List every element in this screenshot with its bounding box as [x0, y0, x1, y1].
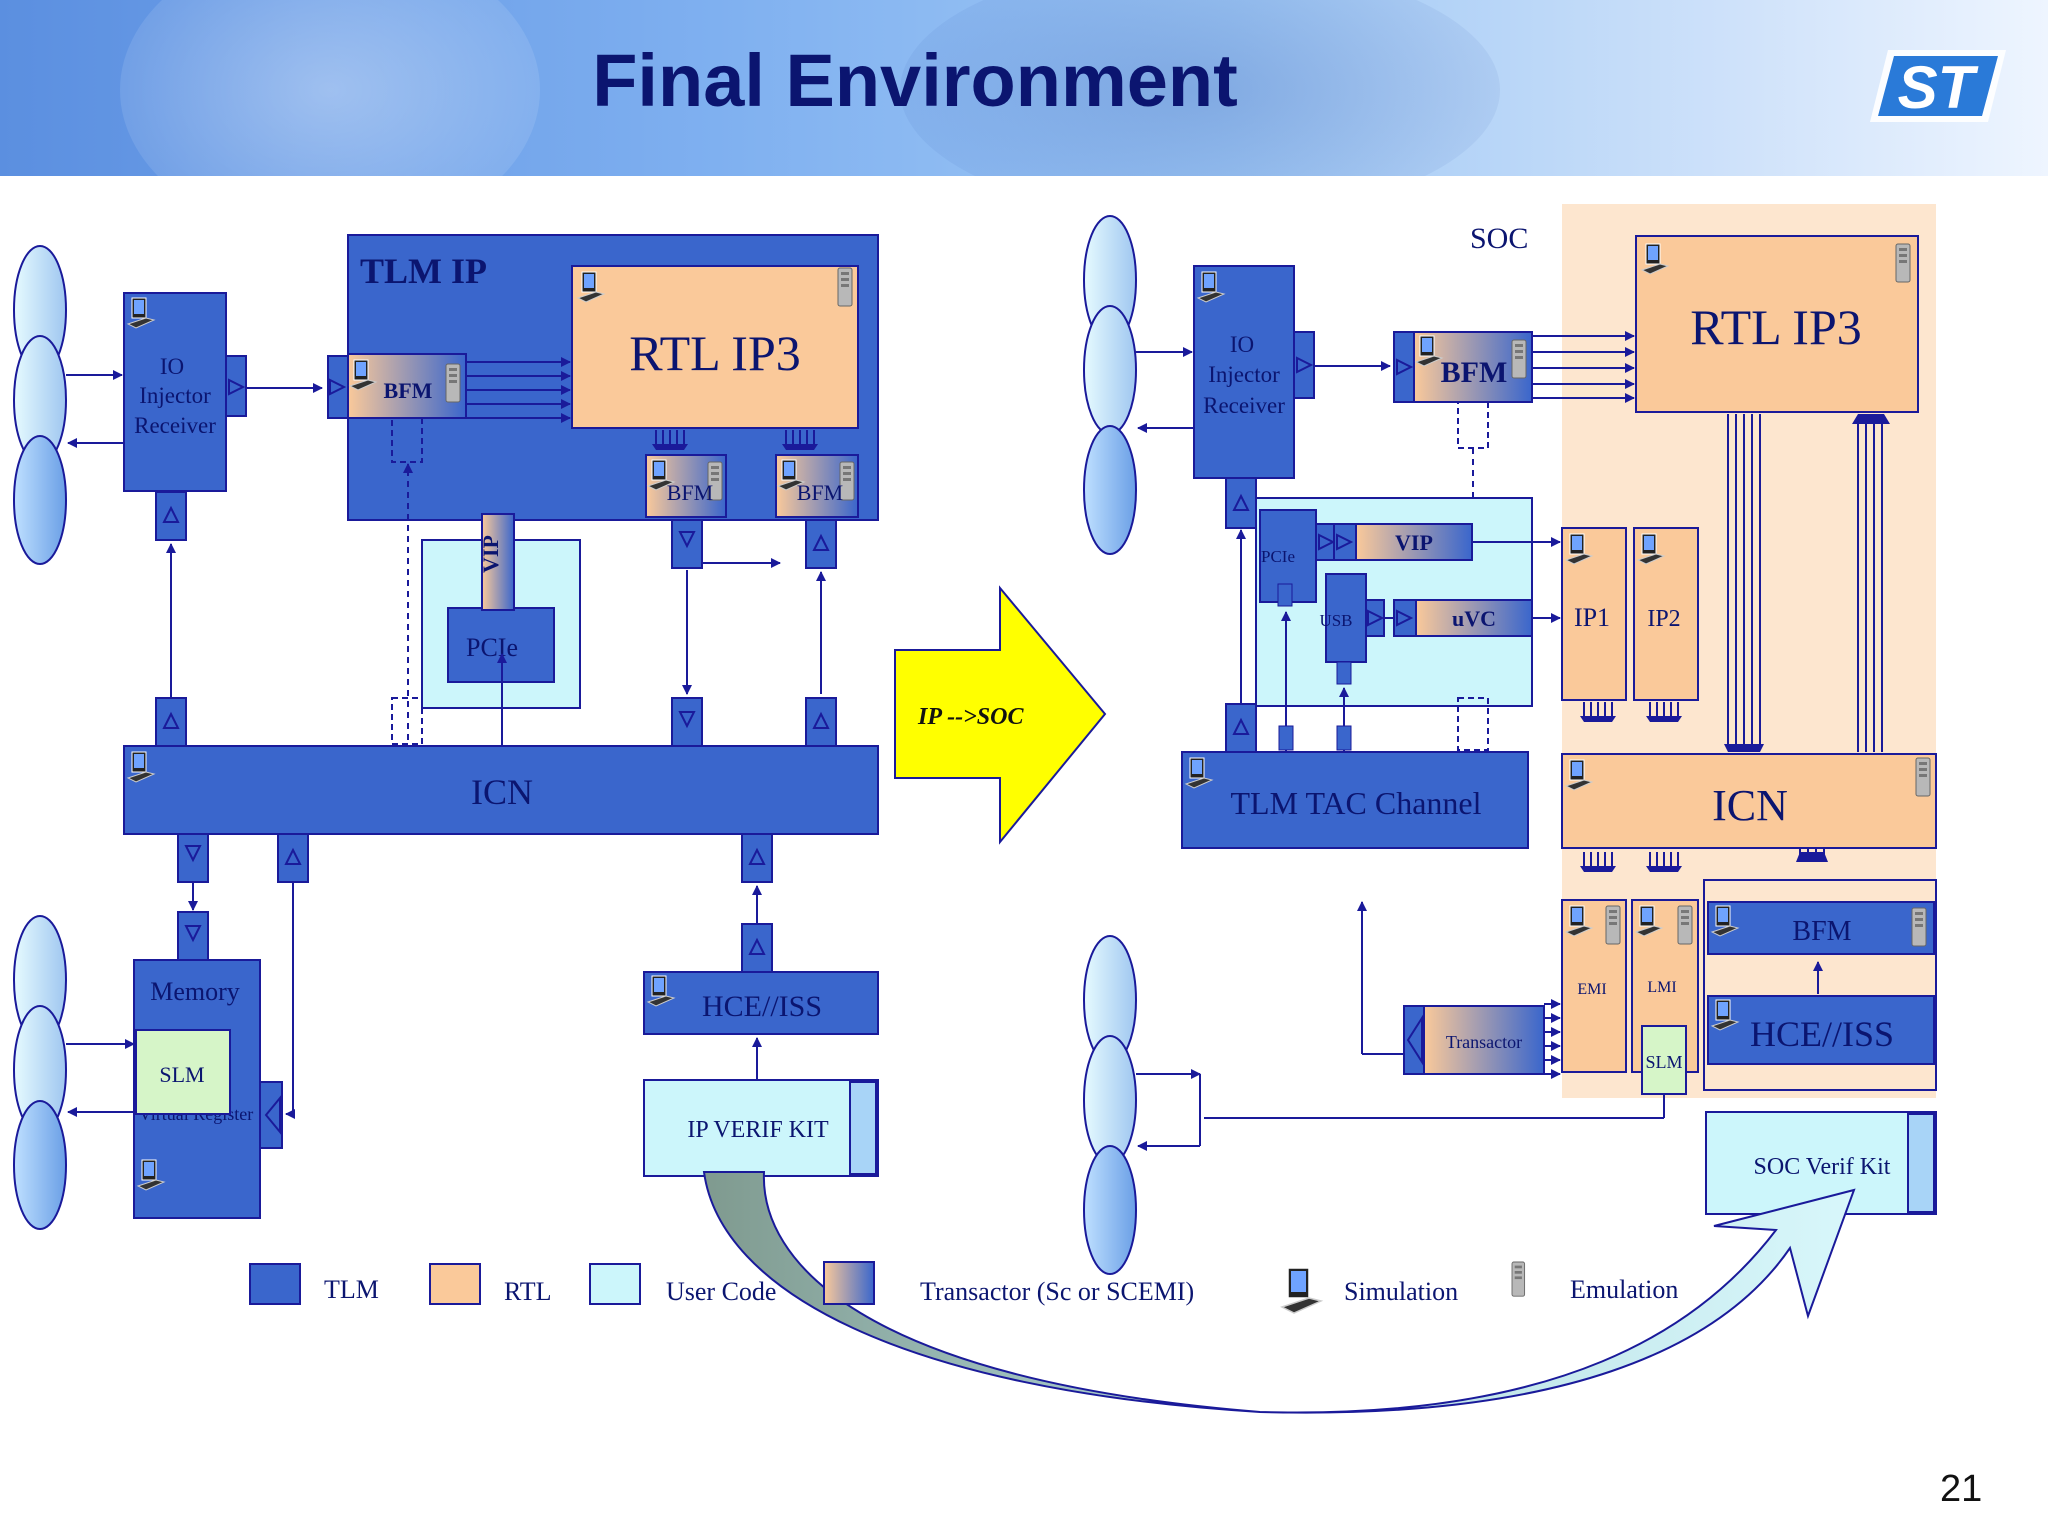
- left-io-label-line2: Injector: [139, 383, 211, 408]
- transactor-bus: [1544, 999, 1561, 1079]
- left-io-balls: [13, 245, 67, 1230]
- tlm-tac-label: TLM TAC Channel: [1230, 785, 1481, 821]
- left-bfm-main-label: BFM: [384, 378, 433, 403]
- left-vip-label: VIP: [478, 535, 503, 573]
- right-slm-label: SLM: [1645, 1052, 1682, 1072]
- reuse-swoosh: [702, 1171, 1856, 1414]
- rtl-to-icn-bus: [1724, 414, 1890, 752]
- right-usb[interactable]: USB: [1319, 573, 1385, 685]
- right-io-label-line1: IO: [1230, 332, 1254, 357]
- transactor-label: Transactor: [1446, 1032, 1522, 1052]
- right-vip[interactable]: VIP: [1333, 523, 1473, 561]
- left-slm-label: SLM: [159, 1062, 204, 1087]
- left-bfm-small-2-label: BFM: [797, 480, 843, 505]
- right-ip1-label: IP1: [1574, 603, 1610, 632]
- right-io-label-line2: Injector: [1208, 362, 1280, 387]
- left-bfm-bus: [466, 357, 571, 423]
- soc-label: SOC: [1470, 222, 1528, 255]
- right-transactor[interactable]: Transactor: [1403, 1005, 1545, 1075]
- right-emi[interactable]: EMI: [1561, 899, 1627, 1073]
- right-usb-label: USB: [1319, 611, 1352, 630]
- right-io-balls-top: [1083, 215, 1137, 555]
- right-ip2-label: IP2: [1647, 606, 1680, 632]
- left-hce-label: HCE//ISS: [702, 990, 822, 1023]
- page-number: 21: [1940, 1468, 1983, 1510]
- page-title: Final Environment: [592, 39, 1238, 122]
- right-io-balls-bottom: [1083, 935, 1137, 1275]
- legend-user-code: User Code: [666, 1277, 776, 1306]
- right-uvc-label: uVC: [1452, 606, 1496, 631]
- tlm-tac-channel[interactable]: TLM TAC Channel: [1181, 697, 1529, 849]
- left-bfm-small-1-label: BFM: [667, 480, 713, 505]
- tlm-ip-label: TLM IP: [360, 251, 487, 291]
- right-io-injector[interactable]: IO Injector Receiver: [1193, 265, 1315, 529]
- left-memory[interactable]: Memory Virtual Register SLM: [133, 911, 283, 1219]
- right-lmi-label: LMI: [1647, 979, 1676, 996]
- laptop-icon: [1281, 1267, 1322, 1314]
- legend: TLM RTL User Code Transactor (Sc or SCEM…: [249, 1261, 1678, 1314]
- right-pcie[interactable]: PCIe: [1259, 509, 1337, 607]
- right-rtl-ip3-label: RTL IP3: [1690, 299, 1862, 355]
- right-bfm-main[interactable]: BFM: [1393, 331, 1533, 403]
- legend-transactor: Transactor (Sc or SCEMI): [920, 1277, 1194, 1306]
- legend-user-code-swatch: [589, 1263, 641, 1305]
- svg-text:ST: ST: [1898, 54, 1979, 121]
- left-io-injector[interactable]: IO Injector Receiver: [123, 292, 247, 541]
- left-memory-label: Memory: [150, 977, 240, 1006]
- right-lmi[interactable]: LMI SLM: [1631, 899, 1699, 1095]
- right-io-label-line3: Receiver: [1203, 393, 1285, 418]
- right-icn[interactable]: ICN: [1561, 753, 1937, 849]
- left-hce-iss[interactable]: HCE//ISS: [643, 923, 879, 1035]
- icn-to-hce-pins: [1796, 848, 1828, 862]
- right-hce-group[interactable]: BFM HCE//ISS: [1703, 879, 1937, 1091]
- legend-emulation: Emulation: [1570, 1275, 1678, 1304]
- right-icn-label: ICN: [1712, 781, 1788, 830]
- left-vip[interactable]: VIP: [478, 513, 515, 611]
- right-hce-bfm-label: BFM: [1792, 916, 1851, 947]
- header-banner: [0, 0, 2048, 176]
- ip-verif-kit-label: IP VERIF KIT: [687, 1117, 829, 1143]
- soc-verif-kit[interactable]: SOC Verif Kit: [1705, 1111, 1937, 1215]
- right-pcie-label: PCIe: [1261, 547, 1295, 566]
- right-ip2[interactable]: IP2: [1633, 527, 1699, 701]
- legend-tlm: TLM: [324, 1275, 379, 1304]
- right-uvc[interactable]: uVC: [1393, 599, 1533, 637]
- left-bfm-main[interactable]: BFM: [327, 353, 467, 419]
- left-pcie-label: PCIe: [466, 633, 518, 662]
- legend-tlm-swatch: [249, 1263, 301, 1305]
- right-rtl-ip3[interactable]: RTL IP3: [1635, 235, 1919, 413]
- left-icn[interactable]: ICN: [123, 745, 879, 835]
- ip-to-soc-arrow: IP -->SOC: [894, 585, 1107, 845]
- left-bfm-dashed-top: [391, 417, 423, 463]
- right-bfm-main-label: BFM: [1441, 356, 1508, 389]
- left-bfm-small-2[interactable]: BFM: [775, 429, 859, 518]
- legend-simulation: Simulation: [1344, 1277, 1458, 1306]
- right-emi-label: EMI: [1577, 981, 1606, 998]
- left-bfm-small-1[interactable]: BFM: [645, 429, 727, 518]
- right-ip1[interactable]: IP1: [1561, 527, 1627, 701]
- right-bfm-bus: [1532, 331, 1635, 403]
- legend-transactor-swatch: [823, 1261, 875, 1305]
- left-io-label-line1: IO: [160, 354, 184, 379]
- arrow-label: IP -->SOC: [917, 704, 1024, 730]
- left-icn-label: ICN: [471, 772, 533, 812]
- left-io-label-line3: Receiver: [134, 413, 216, 438]
- left-rtl-ip3-label: RTL IP3: [629, 325, 801, 381]
- right-hce-label: HCE//ISS: [1750, 1014, 1894, 1054]
- right-vip-label: VIP: [1395, 530, 1433, 555]
- legend-rtl: RTL: [504, 1277, 552, 1306]
- server-icon: [1511, 1261, 1526, 1297]
- st-logo: ST: [1870, 50, 2006, 122]
- soc-verif-kit-label: SOC Verif Kit: [1754, 1154, 1891, 1180]
- ip-verif-kit[interactable]: IP VERIF KIT: [643, 1079, 879, 1177]
- legend-rtl-swatch: [429, 1263, 481, 1305]
- left-rtl-ip3[interactable]: RTL IP3: [571, 265, 859, 429]
